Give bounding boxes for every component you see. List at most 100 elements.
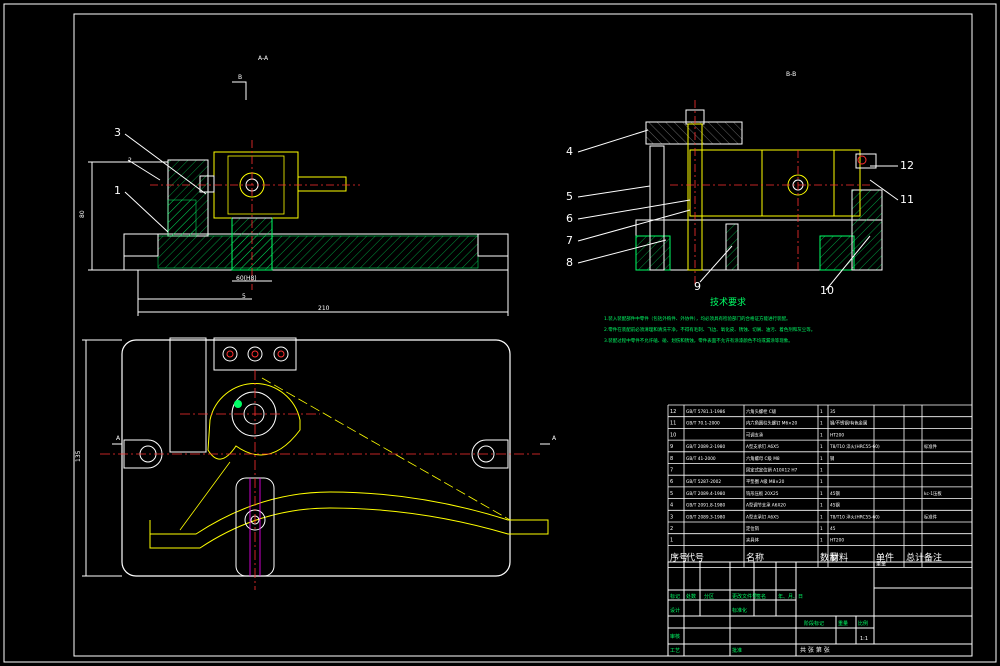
balloon-12: 12 — [900, 159, 914, 172]
tb-sheets: 共 张 第 张 — [800, 646, 830, 654]
tb-design: 设计 — [670, 607, 680, 614]
parts-cell: 1 — [820, 514, 823, 520]
parts-cell: 可调支承 — [746, 431, 764, 438]
parts-cell: GB/T 2089.2-1980 — [686, 444, 726, 450]
parts-cell: GB/T 2089.4-1980 — [686, 491, 726, 497]
parts-header: 备注 — [924, 551, 942, 563]
tb-stage-mark: 阶段标记 — [804, 620, 824, 627]
parts-cell: 2 — [670, 526, 673, 532]
tb-approve: 批准 — [732, 647, 742, 654]
parts-cell: 钩形压板 20X25 — [746, 490, 779, 497]
parts-cell: 12 — [670, 409, 676, 415]
parts-cell: 钢/不锈钢/有色金属 — [830, 420, 867, 427]
balloon-9: 9 — [694, 280, 701, 293]
parts-cell: 1 — [820, 503, 823, 509]
parts-header: 代号 — [686, 552, 704, 563]
parts-header: 材料 — [830, 551, 848, 563]
parts-cell: 六角头螺栓 C级 — [746, 408, 777, 415]
parts-cell: 1 — [820, 409, 823, 415]
section-view-b-b: B-B 4 5 6 7 — [566, 71, 914, 297]
tech-requirements: 技术要求 1.装入装配部件中零件（包括外购件、外协件），均必须具有检验部门的合格… — [604, 296, 815, 344]
tb-scale-value: 1:1 — [860, 636, 868, 642]
parts-cell: 1 — [820, 479, 823, 485]
dim-bottom-total: 210 — [318, 305, 330, 312]
tb-signature: 签名 — [756, 593, 766, 600]
balloon-3: 3 — [114, 126, 121, 139]
balloon-6: 6 — [566, 212, 573, 225]
section-mark-a-right: A — [552, 435, 557, 442]
balloon-1: 1 — [114, 184, 121, 197]
tb-change-doc: 更改文件号 — [732, 593, 757, 600]
dim-height: 80 — [79, 210, 86, 218]
balloon-4: 4 — [566, 145, 573, 158]
section-mark-b-left: B — [238, 74, 242, 81]
parts-cell: 9 — [670, 444, 673, 450]
tb-marks: 标记 — [670, 593, 680, 600]
parts-cell: 1 — [670, 538, 673, 544]
parts-cell: GB/T 41-2000 — [686, 456, 716, 462]
tb-weight: 重量 — [838, 620, 848, 627]
balloon-5: 5 — [566, 190, 573, 203]
dim-width-small: 60(H8) — [236, 275, 257, 282]
dim-plan-height: 135 — [75, 450, 82, 462]
parts-header: 总计 — [906, 551, 924, 563]
parts-cell: 3 — [670, 514, 673, 520]
title-block: 标记 处数 分区 更改文件号 签名 年、月、日 设计 标准化 阶段标记 重量 比… — [667, 561, 973, 657]
parts-cell: HT200 — [830, 538, 844, 544]
parts-cell: GB/T 70.1-2000 — [686, 421, 720, 427]
tb-process: 工艺 — [670, 648, 680, 654]
parts-cell: A型支承钉 A6X5 — [746, 513, 779, 520]
parts-cell: 定位销 — [746, 525, 760, 532]
parts-cell: 固定式定位销 A10X12 H7 — [746, 467, 798, 474]
parts-cell: A型调节支承 A6X20 — [746, 502, 786, 509]
section-mark-b-b: B-B — [786, 71, 796, 78]
tech-requirements-title: 技术要求 — [710, 296, 746, 308]
parts-cell: 1 — [820, 538, 823, 544]
parts-cell: 45 — [830, 526, 836, 532]
parts-cell: HT200 — [830, 432, 844, 438]
balloon-11: 11 — [900, 193, 914, 206]
parts-cell: T8/T10 淬火(HRC55-60) — [829, 513, 880, 520]
parts-cell: GB/T 2089.3-1980 — [686, 514, 726, 520]
parts-cell: kc-1压板 — [924, 490, 942, 497]
parts-cell: 6 — [670, 479, 673, 485]
tb-zone: 分区 — [704, 593, 714, 600]
parts-header: 名称 — [746, 551, 764, 563]
dim-bottom-small: 5 — [242, 293, 246, 300]
balloon-7: 7 — [566, 234, 573, 247]
parts-cell: A型支承钉 A6X5 — [746, 443, 779, 450]
tb-scale: 比例 — [858, 620, 868, 627]
parts-cell: 1 — [820, 526, 823, 532]
plan-view: 135 A A — [75, 337, 557, 590]
parts-header-weight: 重量 — [876, 560, 886, 567]
parts-cell: 平垫圈 A级 M8×20 — [746, 478, 785, 485]
parts-cell: 7 — [670, 468, 673, 474]
parts-cell: 45钢 — [830, 490, 840, 497]
tech-line-1: 1.装入装配部件中零件（包括外购件、外协件），均必须具有检验部门的合格证方能进行… — [604, 315, 791, 322]
parts-header: 序号 — [670, 551, 688, 563]
tb-date: 年、月、日 — [778, 593, 803, 600]
parts-cell: 1 — [820, 468, 823, 474]
tech-line-3: 3.装配过程中零件不允许磕、碰、划伤和锈蚀，零件表面不允许有涂漆颜色不均或漏涂等… — [604, 337, 793, 344]
parts-cell: GB/T 2091.8-1980 — [686, 503, 726, 509]
parts-cell: 35 — [830, 409, 836, 415]
parts-cell: 1 — [820, 491, 823, 497]
parts-cell: 标准件 — [924, 513, 938, 520]
parts-cell: 钢 — [830, 455, 834, 462]
tech-line-2: 2.零件在装配前必须清理和清洗干净，不得有毛刺、飞边、氧化皮、锈蚀、切屑、油污、… — [604, 326, 815, 333]
balloon-2: 2 — [128, 157, 132, 164]
parts-cell: 1 — [820, 421, 823, 427]
parts-cell: GB/T 5287-2002 — [686, 479, 721, 485]
parts-cell: 10 — [670, 432, 676, 438]
parts-cell: 六角螺母 C级 M8 — [746, 455, 780, 462]
parts-cell: 1 — [820, 432, 823, 438]
parts-cell: 8 — [670, 456, 673, 462]
outer-frame — [3, 3, 997, 663]
parts-header: 单件 — [876, 551, 894, 563]
front-view-a-a: A-A B 3 2 1 80 — [79, 55, 509, 316]
parts-cell: GB/T 5781.1-1986 — [686, 409, 726, 415]
parts-cell: T8/T10 淬火(HRC55-60) — [829, 443, 880, 450]
tb-standardize: 标准化 — [732, 607, 747, 614]
